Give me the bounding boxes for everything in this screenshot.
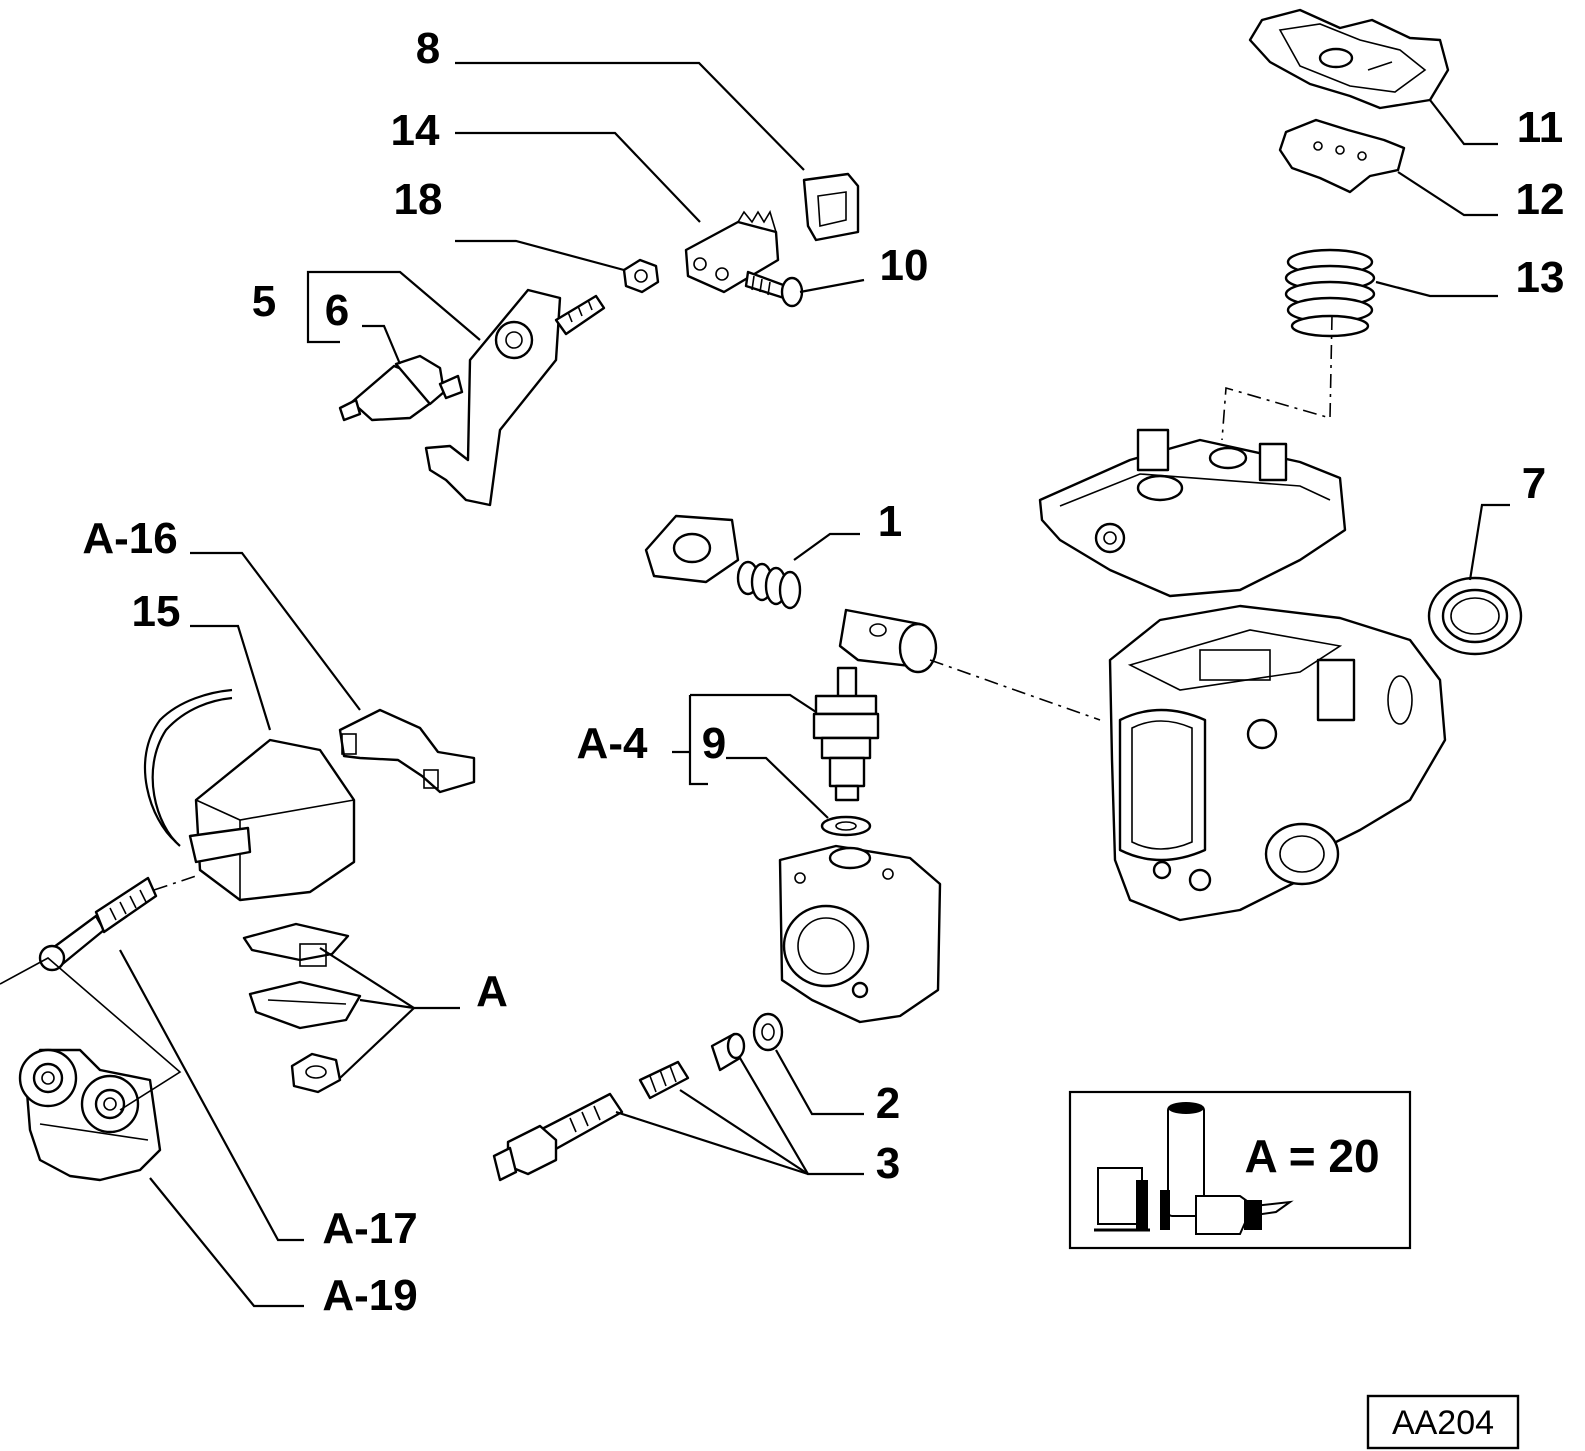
label-6: 6	[325, 286, 349, 335]
part-9-washer	[820, 815, 872, 837]
callout-labels: 8 14 18 10 5 6 11 12 13 7 1 A-16 15 A-4 …	[82, 24, 1564, 1320]
legend-box: A = 20	[1068, 1090, 1412, 1250]
lower-housing-block	[778, 844, 942, 1024]
part-7-seal	[1427, 576, 1523, 656]
part-13-spring	[1284, 248, 1376, 338]
part-12-plate	[1278, 118, 1406, 194]
part-10-screw	[744, 270, 804, 308]
alignment-lines	[153, 315, 1333, 891]
kit-A-parts	[242, 922, 362, 1094]
part-11-plate	[1248, 8, 1450, 110]
part-8-clip	[802, 172, 860, 242]
label-12: 12	[1516, 175, 1565, 224]
main-pump-body	[1108, 604, 1447, 922]
part-3-assembly	[492, 1032, 746, 1182]
part-15-solenoid	[143, 688, 356, 902]
part-18-nut	[622, 258, 660, 294]
alignment-wedge	[0, 957, 182, 1111]
part-2-washer	[752, 1012, 784, 1052]
label-10: 10	[880, 241, 929, 290]
label-8: 8	[416, 24, 440, 73]
part-1-spring	[736, 560, 802, 610]
reference-code: AA204	[1392, 1404, 1494, 1442]
leader-lines	[119, 61, 1510, 1308]
label-9: 9	[702, 719, 726, 768]
reference-code-box: AA204	[1366, 1394, 1520, 1450]
label-1: 1	[878, 497, 902, 546]
label-A-19: A-19	[322, 1271, 417, 1320]
label-3: 3	[876, 1139, 900, 1188]
part-6-sensor	[338, 354, 464, 422]
label-18: 18	[394, 175, 443, 224]
label-7: 7	[1522, 459, 1546, 508]
label-A-16: A-16	[82, 514, 177, 563]
label-15: 15	[132, 587, 181, 636]
upper-cover-housing	[1038, 428, 1347, 598]
label-11: 11	[1517, 103, 1564, 152]
part-A19-rollers	[18, 1048, 162, 1182]
label-14: 14	[391, 106, 440, 155]
sleeve	[838, 608, 938, 674]
label-A-4: A-4	[577, 719, 648, 768]
part-A16-bracket	[338, 708, 476, 794]
gasket	[644, 514, 740, 584]
part-A17-shaft	[38, 876, 158, 972]
part-A4-valve	[812, 666, 880, 802]
label-2: 2	[876, 1079, 900, 1128]
label-A: A	[476, 967, 508, 1016]
part-14-rack-block	[684, 210, 780, 294]
grease-tube-icon	[1094, 1102, 1294, 1235]
label-13: 13	[1516, 253, 1565, 302]
label-A-17: A-17	[322, 1204, 417, 1253]
legend-text: A = 20	[1244, 1130, 1379, 1182]
part-5-lever-bracket	[424, 288, 606, 507]
label-5: 5	[252, 277, 276, 326]
